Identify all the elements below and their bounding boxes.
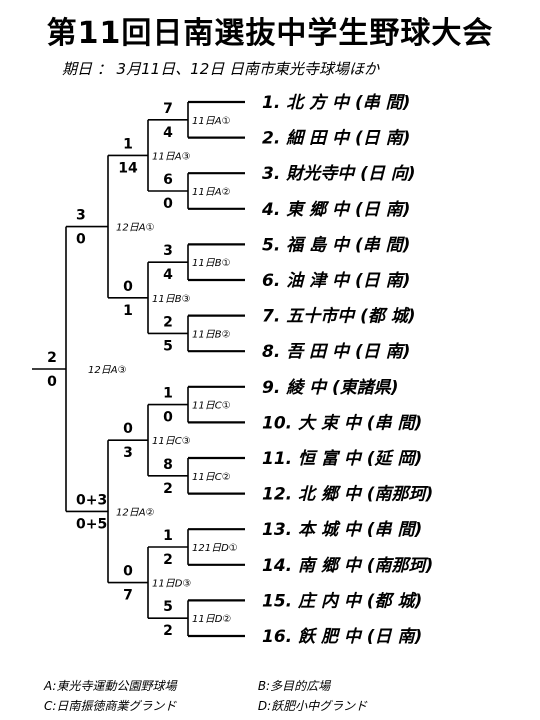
round1-score-top: 7 — [163, 101, 173, 117]
semi-score-bottom: 0+5 — [76, 516, 107, 532]
venue-legend: A:東光寺運動公園野球場 B:多目的広場 C:日南振徳商業グランド D:飫肥小中… — [44, 676, 367, 716]
team-name: 4. 東 郷 中 (日 南) — [261, 200, 410, 220]
round1-game-label: 121日D① — [192, 543, 238, 554]
team-name: 11. 恒 富 中 (延 岡) — [262, 449, 422, 469]
round2-game-label: 11日D③ — [152, 579, 191, 590]
round1-game-label: 11日C② — [192, 472, 231, 483]
round2-score-bottom: 14 — [118, 160, 138, 176]
round2-game-label: 11日C③ — [152, 436, 191, 447]
round1-score-top: 2 — [163, 314, 173, 330]
round1-score-bottom: 4 — [163, 125, 173, 141]
team-name: 12. 北 郷 中 (南那珂) — [262, 485, 433, 505]
round1-score-top: 8 — [163, 457, 173, 473]
team-name: 5. 福 島 中 (串 間) — [262, 235, 410, 255]
team-name: 13. 本 城 中 (串 間) — [262, 520, 422, 540]
round2-score-top: 0 — [123, 564, 133, 580]
round2-game-label: 11日A③ — [152, 151, 191, 162]
venue-c: C:日南振徳商業グランド — [44, 699, 177, 713]
round1-score-bottom: 2 — [163, 481, 173, 497]
round1-score-top: 5 — [163, 599, 173, 615]
round1-score-bottom: 0 — [163, 196, 173, 212]
round1-game-label: 11日C① — [192, 401, 231, 412]
team-name: 7. 五十市中 (都 城) — [262, 307, 416, 327]
round1-game-label: 11日B① — [192, 258, 231, 269]
round2-score-bottom: 7 — [123, 588, 133, 604]
round1-score-bottom: 2 — [163, 552, 173, 568]
round2-score-top: 1 — [123, 136, 133, 152]
final-score-top: 2 — [47, 350, 57, 366]
team-name: 10. 大 束 中 (串 間) — [262, 413, 422, 433]
team-name: 1. 北 方 中 (串 間) — [262, 93, 410, 113]
event-date-venue: 期日 ： 3月11日、12日 日南市東光寺球場ほか — [62, 60, 380, 78]
team-name: 9. 綾 中 (東諸県) — [262, 378, 399, 398]
final-game-label: 12日A③ — [88, 365, 127, 376]
round2-score-top: 0 — [123, 421, 133, 437]
round1-game-label: 11日A② — [192, 187, 231, 198]
round1-game-label: 11日B② — [192, 329, 231, 340]
round1-score-bottom: 0 — [163, 410, 173, 426]
team-name: 16. 飫 肥 中 (日 南) — [262, 627, 422, 647]
venue-d: D:飫肥小中グランド — [257, 699, 368, 713]
semi-score-top: 0+3 — [76, 492, 107, 508]
semi-score-bottom: 0 — [76, 232, 86, 248]
round1-score-top: 3 — [163, 243, 173, 259]
round1-score-bottom: 2 — [163, 623, 173, 639]
semi-score-top: 3 — [76, 208, 86, 224]
round1-game-label: 11日D② — [192, 614, 231, 625]
round1-score-bottom: 4 — [163, 267, 173, 283]
team-name: 2. 細 田 中 (日 南) — [262, 129, 410, 149]
round2-score-bottom: 1 — [123, 303, 133, 319]
team-name: 8. 吾 田 中 (日 南) — [262, 342, 410, 362]
venue-b: B:多目的広場 — [257, 679, 331, 693]
round2-score-bottom: 3 — [123, 445, 133, 461]
round1-score-top: 1 — [163, 386, 173, 402]
round1-score-top: 1 — [163, 528, 173, 544]
round1-score-top: 6 — [163, 172, 173, 188]
page-title: 第11回日南選抜中学生野球大会 — [46, 16, 494, 51]
team-name: 3. 財光寺中 (日 向) — [262, 164, 416, 184]
semi-game-label: 12日A① — [116, 223, 155, 234]
round1-game-label: 11日A① — [192, 116, 231, 127]
round2-game-label: 11日B③ — [152, 294, 191, 305]
team-name: 14. 南 郷 中 (南那珂) — [262, 556, 433, 576]
round1-score-bottom: 5 — [163, 338, 173, 354]
team-name: 6. 油 津 中 (日 南) — [262, 271, 410, 291]
semi-game-label: 12日A② — [116, 507, 155, 518]
team-name: 15. 庄 内 中 (都 城) — [262, 591, 422, 611]
round2-score-top: 0 — [123, 279, 133, 295]
venue-a: A:東光寺運動公園野球場 — [44, 679, 177, 693]
final-score-bottom: 0 — [47, 374, 57, 390]
